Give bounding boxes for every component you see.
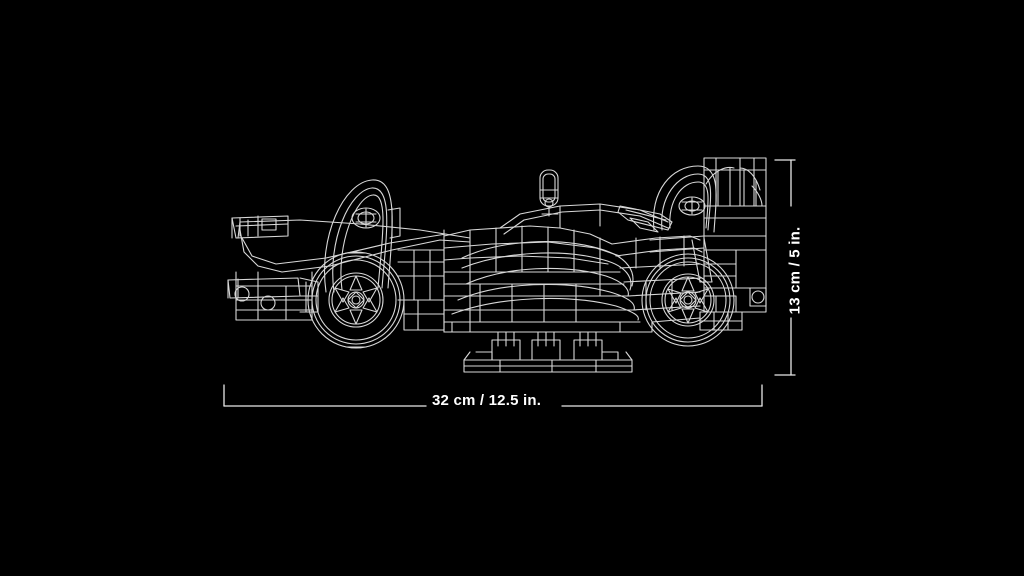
display-stand bbox=[463, 331, 633, 373]
rear-wing-pylon bbox=[649, 235, 713, 283]
rear-wing bbox=[703, 157, 767, 313]
mirror bbox=[539, 169, 559, 217]
rear-wheel bbox=[641, 253, 735, 347]
height-dimension-label: 13 cm / 5 in. bbox=[786, 226, 804, 315]
rear-upper-wheel bbox=[653, 165, 717, 233]
cockpit-halo bbox=[499, 203, 673, 235]
sidepod bbox=[451, 241, 639, 321]
rear-wheel-spokes bbox=[667, 276, 709, 324]
width-dimension-label: 32 cm / 12.5 in. bbox=[432, 392, 542, 409]
front-wheel-spokes bbox=[334, 275, 378, 325]
diffuser bbox=[651, 311, 743, 331]
front-wheel bbox=[307, 251, 405, 349]
front-wing-group bbox=[227, 215, 471, 321]
front-upper-wheel bbox=[324, 179, 401, 293]
engine-cover bbox=[611, 235, 703, 311]
dimension-lines bbox=[223, 159, 796, 407]
front-suspension bbox=[397, 249, 445, 331]
